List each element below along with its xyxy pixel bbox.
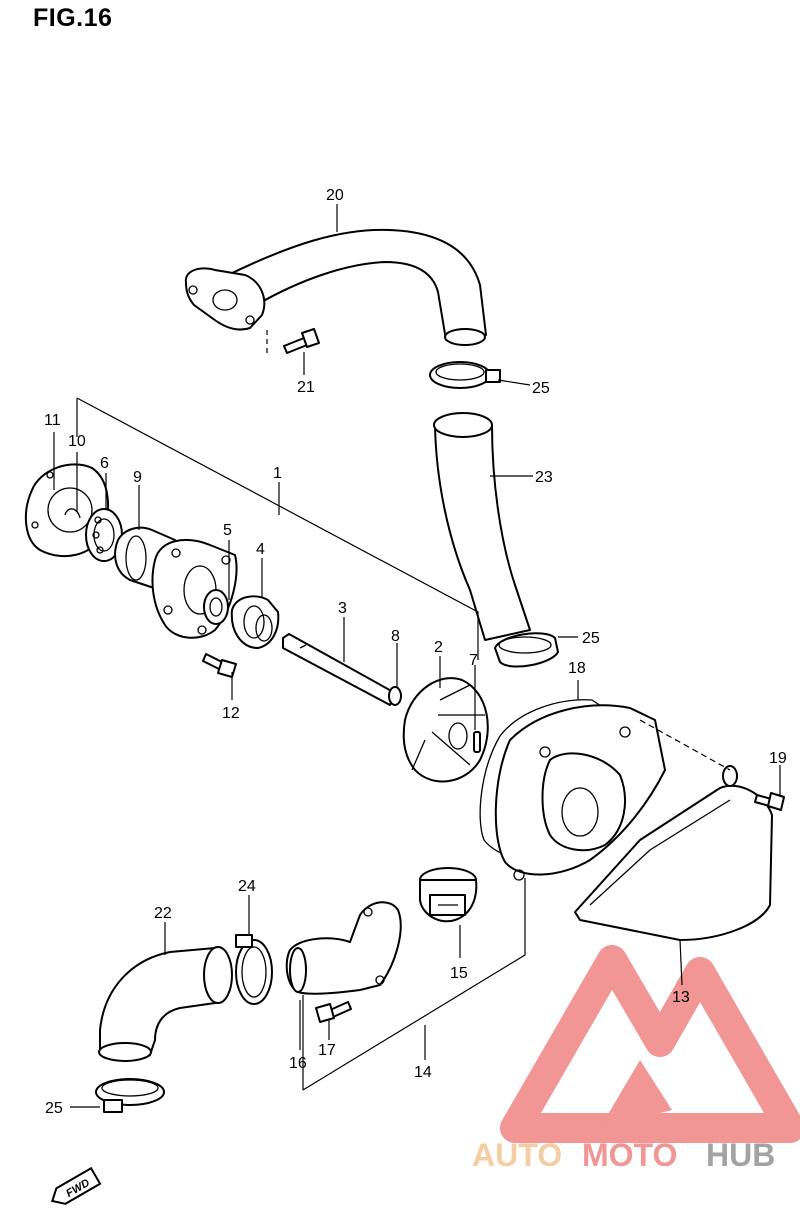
label-25-middle: 25	[582, 630, 600, 647]
part-labels: 20 21 25 11 10 6 9 1 5 4 3 8 2 7 12 23 2…	[44, 187, 787, 1117]
part-5-seal	[203, 589, 229, 625]
label-25-upper: 25	[532, 380, 550, 397]
label-17: 17	[318, 1042, 336, 1059]
label-3: 3	[338, 600, 347, 617]
label-8: 8	[391, 628, 400, 645]
label-6: 6	[100, 455, 109, 472]
label-14: 14	[414, 1064, 432, 1081]
part-18-pump-cover	[479, 699, 666, 881]
label-18: 18	[568, 660, 586, 677]
label-5: 5	[223, 522, 232, 539]
part-23-hose	[433, 412, 531, 641]
fwd-arrow-icon: FWD	[50, 1166, 102, 1205]
label-10: 10	[68, 433, 86, 450]
figure-title: FIG.16	[33, 4, 113, 32]
part-22-lower-hose	[98, 946, 233, 1062]
label-15: 15	[450, 965, 468, 982]
part-24-clamp	[235, 934, 273, 1005]
label-2: 2	[434, 639, 443, 656]
label-16: 16	[289, 1055, 307, 1072]
leader-lines	[53, 204, 781, 1108]
part-12-bolt	[202, 653, 237, 678]
label-19: 19	[769, 750, 787, 767]
label-13: 13	[672, 989, 690, 1006]
part-8-oring	[388, 686, 402, 706]
part-15-thermostat	[419, 867, 478, 923]
label-9: 9	[133, 469, 142, 486]
watermark-logo: AUTO MOTO HUB	[472, 945, 800, 1173]
label-24: 24	[238, 878, 256, 895]
label-25-lower: 25	[45, 1100, 63, 1117]
part-6-bearing	[85, 508, 123, 562]
part-21-bolt	[283, 328, 320, 354]
part-25-clamp-lower	[95, 1078, 165, 1113]
label-11: 11	[44, 412, 61, 429]
watermark-text-hub: HUB	[706, 1137, 775, 1173]
label-20: 20	[326, 187, 344, 204]
label-4: 4	[256, 541, 265, 558]
part-19-bolt	[754, 792, 785, 811]
label-7: 7	[469, 652, 478, 669]
watermark-text-moto: MOTO	[582, 1137, 677, 1173]
part-7-pin	[473, 731, 481, 753]
part-1-pump-housing	[151, 539, 238, 639]
watermark-text-auto: AUTO	[472, 1137, 562, 1173]
part-17-bolt	[315, 1001, 352, 1023]
label-21: 21	[297, 379, 315, 396]
part-3-shaft	[282, 633, 396, 706]
part-16-thermostat-housing	[285, 901, 402, 995]
part-4-mechanical-seal	[230, 595, 280, 649]
label-1: 1	[273, 465, 282, 482]
part-13-cover	[574, 765, 773, 941]
label-22: 22	[154, 905, 172, 922]
part-25-clamp-middle	[494, 632, 559, 668]
label-23: 23	[535, 469, 553, 486]
part-25-clamp-upper	[429, 361, 501, 389]
label-12: 12	[222, 705, 240, 722]
part-20-upper-pipe	[184, 228, 487, 346]
assembly-lines	[76, 330, 731, 1091]
